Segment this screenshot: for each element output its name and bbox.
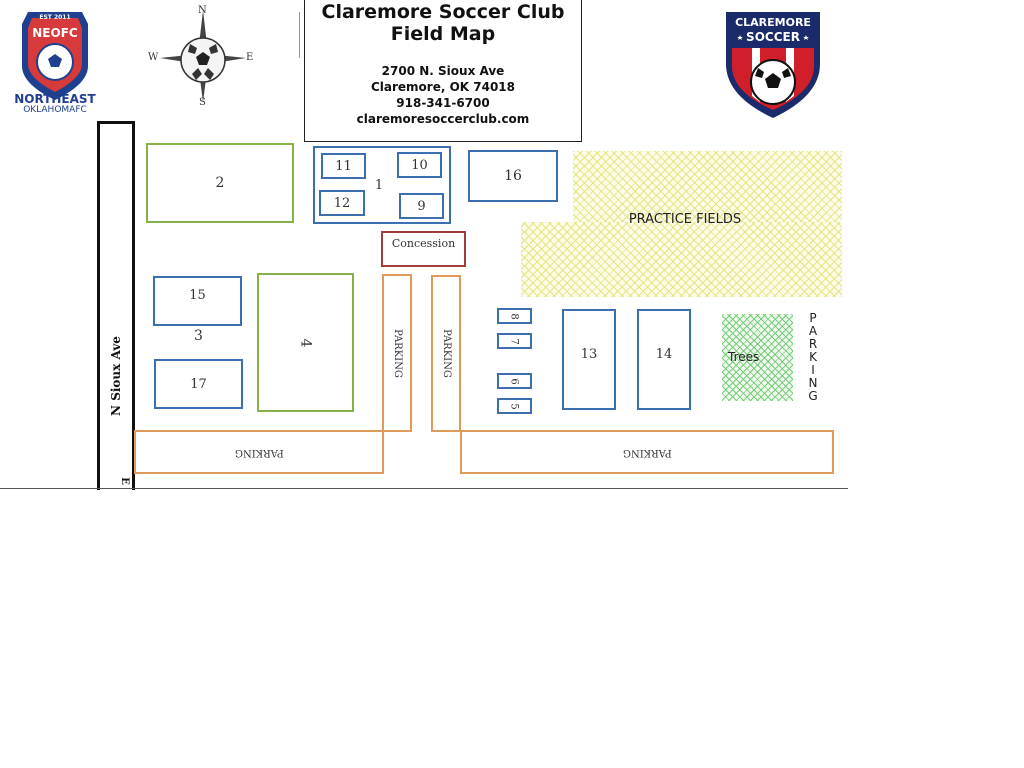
field-1-complex[interactable]: 1 — [313, 146, 451, 224]
trees-label: Trees — [728, 350, 760, 364]
concession-stand[interactable]: Concession — [381, 231, 466, 267]
parking-strip-left[interactable]: PARKING — [382, 274, 412, 432]
page-title: Claremore Soccer Club — [321, 1, 565, 23]
field-14[interactable]: 14 — [637, 309, 691, 410]
parking-letter: G — [808, 389, 818, 403]
parking-letter: I — [811, 363, 815, 377]
road-label: N Sioux Ave — [108, 332, 124, 420]
phone-number: 918-341-6700 — [396, 96, 490, 110]
compass-n: N — [198, 5, 207, 16]
claremore-badge-top: CLAREMORE — [735, 16, 811, 29]
trees-area — [722, 314, 793, 401]
field-17[interactable]: 17 — [154, 359, 243, 409]
neofc-logo: NEOFC EST 2011 NORTHEAST OKLAHOMAFC — [8, 4, 102, 116]
road-n-sioux-ave — [97, 121, 135, 490]
parking-letter: P — [809, 311, 817, 325]
map-bottom-edge — [0, 488, 848, 489]
compass-w: W — [148, 52, 159, 63]
field-4[interactable]: 4 — [257, 273, 354, 412]
field-3-label: 3 — [194, 328, 203, 344]
parking-letter: A — [808, 324, 818, 338]
address-street: 2700 N. Sioux Ave — [381, 64, 505, 78]
neofc-name-line1: NORTHEAST — [14, 92, 96, 106]
parking-east-label: P A R K I N G — [804, 312, 822, 403]
parking-letter: R — [808, 337, 818, 351]
compass-e: E — [246, 52, 254, 63]
field-12[interactable]: 12 — [319, 190, 365, 216]
field-7[interactable]: 7 — [497, 333, 532, 349]
website: claremoresoccerclub.com — [356, 112, 530, 126]
practice-fields-label: PRACTICE FIELDS — [628, 212, 742, 227]
field-8[interactable]: 8 — [497, 308, 532, 324]
practice-fields-area-top — [573, 151, 842, 223]
field-9[interactable]: 9 — [399, 193, 444, 219]
neofc-est: EST 2011 — [39, 14, 71, 21]
parking-lot-south-west[interactable]: PARKING — [134, 430, 384, 474]
field-16[interactable]: 16 — [468, 150, 558, 202]
page-subtitle: Field Map — [390, 23, 496, 45]
field-11[interactable]: 11 — [321, 153, 366, 179]
field-10[interactable]: 10 — [397, 152, 442, 178]
parking-lot-south-east[interactable]: PARKING — [460, 430, 834, 474]
divider-line — [299, 12, 300, 58]
field-5[interactable]: 5 — [497, 398, 532, 414]
field-15[interactable]: 15 — [153, 276, 242, 326]
field-2[interactable]: 2 — [146, 143, 294, 223]
field-1-label: 1 — [374, 177, 384, 193]
parking-letter: N — [808, 376, 818, 390]
compass-s: S — [199, 97, 206, 108]
neofc-name-line2: OKLAHOMAFC — [23, 105, 87, 115]
field-6[interactable]: 6 — [497, 373, 532, 389]
neofc-shield-icon — [22, 12, 88, 100]
road-label-text: N Sioux Ave — [109, 336, 123, 416]
compass-icon — [160, 10, 246, 102]
claremore-shield-icon — [726, 12, 820, 118]
claremore-soccer-logo: CLAREMORE SOCCER — [718, 6, 828, 122]
field-2-label: 2 — [215, 175, 225, 191]
neofc-badge-text: NEOFC — [32, 26, 78, 40]
field-map: NEOFC EST 2011 NORTHEAST OKLAHOMAFC N S … — [0, 0, 848, 490]
compass-rose: N S W E — [140, 2, 266, 110]
field-13[interactable]: 13 — [562, 309, 616, 410]
address-city: Claremore, OK 74018 — [370, 80, 516, 94]
practice-fields-area-bottom — [521, 222, 842, 297]
parking-letter: K — [809, 350, 817, 364]
title-box: Claremore Soccer Club Field Map 2700 N. … — [304, 0, 582, 142]
road-corner-letter: E — [119, 477, 131, 485]
parking-strip-right[interactable]: PARKING — [431, 275, 461, 432]
claremore-badge-mid: SOCCER — [746, 30, 800, 44]
